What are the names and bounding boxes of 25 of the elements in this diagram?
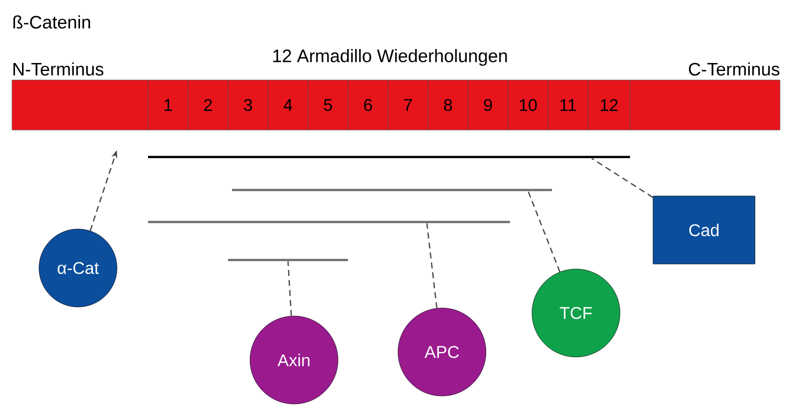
leader-line	[426, 223, 438, 308]
protein-segment: 5	[308, 80, 348, 130]
title: ß-Catenin	[13, 15, 90, 29]
protein-box: Cad	[652, 196, 756, 264]
protein-segment: 10	[508, 80, 548, 130]
protein-segment: 1	[148, 80, 188, 130]
terminus-label: N-Terminus	[13, 62, 104, 76]
terminus-label: C-Terminus	[688, 62, 780, 76]
binding-region-line	[148, 220, 510, 224]
protein-segment: 8	[428, 80, 468, 130]
protein-segment: 12	[588, 80, 630, 130]
repeat-heading: 12 Armadillo Wiederholungen	[273, 49, 507, 66]
protein-segment: 3	[228, 80, 268, 130]
leader-line	[591, 158, 654, 198]
protein-segment: 4	[268, 80, 308, 130]
protein-segment: 9	[468, 80, 508, 130]
binding-region-line	[232, 188, 552, 192]
binding-region-line	[148, 156, 630, 158]
protein-segment: 2	[188, 80, 228, 130]
leader-line	[528, 191, 560, 272]
leader-line	[287, 261, 292, 316]
protein-segment: 7	[388, 80, 428, 130]
protein-segment: 11	[548, 80, 588, 130]
protein-segment: 6	[348, 80, 388, 130]
binding-region-line	[228, 258, 348, 262]
